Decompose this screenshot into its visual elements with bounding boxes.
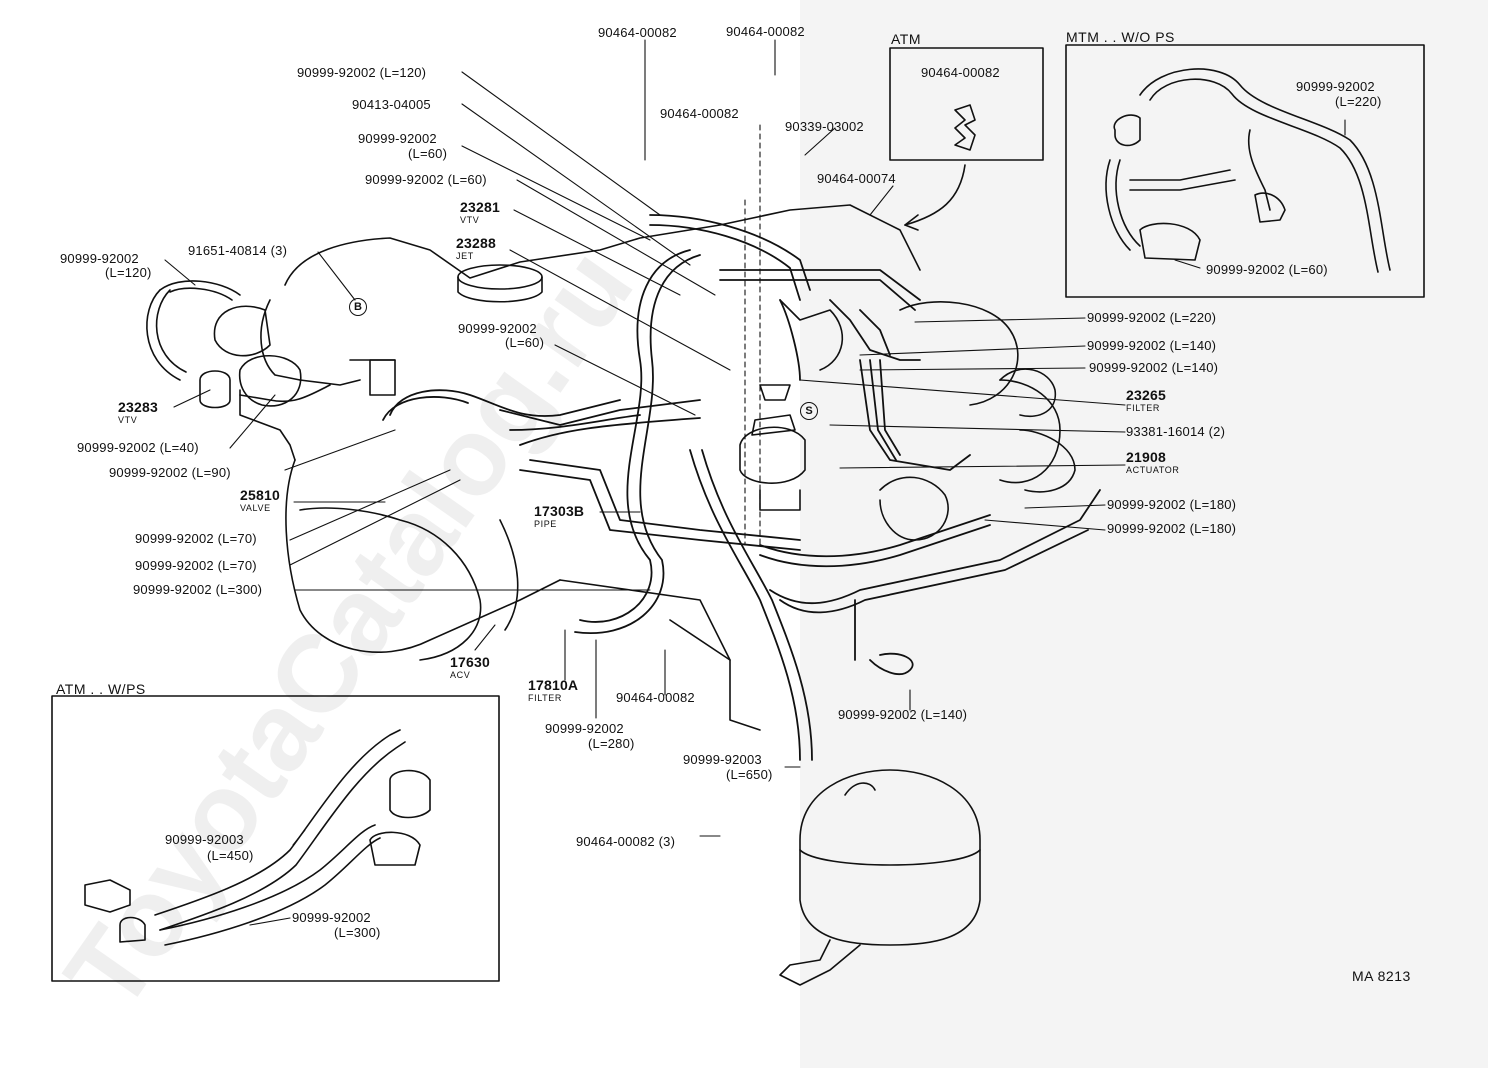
marker-b: B [349,298,367,316]
label-hose-l60-a-length: (L=60) [408,146,448,161]
label-clip-1: 90464-00082 [598,25,677,40]
label-clamp: 90339-03002 [785,119,864,134]
label-mtm-hose-l220-length: (L=220) [1335,94,1382,109]
label-hose-l280: 90999-92002 [545,721,624,736]
label-wps-hose-l300: 90999-92002 [292,910,371,925]
marker-s: S [800,402,818,420]
atm-inset-clip [954,104,976,151]
label-acv-desc: ACV [450,670,471,680]
label-hose-r140-b: 90999-92002 (L=140) [1089,360,1219,375]
atm-pointer-arrowhead [904,214,919,231]
label-pipe-desc: PIPE [534,519,557,529]
label-filter-23265: 23265 [1126,387,1166,403]
label-hose-r140-a: 90999-92002 (L=140) [1087,338,1217,353]
label-clip-atm: 90464-00082 [921,65,1000,80]
label-hose-left-l120-length: (L=120) [105,265,152,280]
inset-title-mtm: MTM . . W/O PS [1066,29,1175,45]
label-hose-l60-b: 90999-92002 (L=60) [365,172,487,187]
label-hose-r180-a: 90999-92002 (L=180) [1107,497,1237,512]
label-valve-25810: 25810 [240,487,280,503]
atm-wps-inset-hoses [84,729,431,946]
label-clip-6: 90464-00082 (3) [576,834,676,849]
label-hose-bottom-l140: 90999-92002 (L=140) [838,707,968,722]
mtm-inset-hoses [1105,68,1391,273]
label-hose-mid-l60-length: (L=60) [505,335,545,350]
label-actuator-21908: 21908 [1126,449,1166,465]
label-clip-2: 90464-00082 [726,24,805,39]
hose-routing [382,214,1101,761]
mtm-inset-box [1065,44,1425,298]
atm-wps-inset-box [51,695,500,982]
label-filter-23265-desc: FILTER [1126,403,1160,413]
grey-background-panel [800,0,1488,1068]
inset-title-atm: ATM [891,31,922,47]
label-actuator-desc: ACTUATOR [1126,465,1180,475]
label-hose-r220: 90999-92002 (L=220) [1087,310,1217,325]
label-hose-l40: 90999-92002 (L=40) [77,440,199,455]
leader-lines [164,39,1346,926]
atm-pointer-arrow [904,164,966,226]
diagram-code: MA 8213 [1352,968,1411,984]
label-clip-3: 90464-00082 [660,106,739,121]
label-hose-left-l120: 90999-92002 [60,251,139,266]
engine-block-outline [239,204,921,731]
label-pipe-17303b: 17303B [534,503,585,519]
label-vtv-23283: 23283 [118,399,158,415]
label-hose-mid-l60: 90999-92002 [458,321,537,336]
label-filter-17810a-desc: FILTER [528,693,562,703]
label-hose-l60-a: 90999-92002 [358,131,437,146]
label-vtv-23283-desc: VTV [118,415,138,425]
label-hose-l120-top: 90999-92002 (L=120) [297,65,427,80]
label-jet-23288: 23288 [456,235,496,251]
vtv-assembly-left [146,280,361,409]
label-hose-l70-b: 90999-92002 (L=70) [135,558,257,573]
label-wps-hose-l300-length: (L=300) [334,925,381,940]
label-vtv-23281: 23281 [460,199,500,215]
label-hose-r180-b: 90999-92002 (L=180) [1107,521,1237,536]
label-jet-desc: JET [456,251,474,261]
label-hose-l650-length: (L=650) [726,767,773,782]
label-bolt: 91651-40814 (3) [188,243,288,258]
label-valve-desc: VALVE [240,503,271,513]
charcoal-canister [779,769,981,986]
label-vtv-23281-desc: VTV [460,215,480,225]
label-mtm-hose-l220: 90999-92002 [1296,79,1375,94]
label-clip-7: 90464-00074 [817,171,896,186]
label-acv-17630: 17630 [450,654,490,670]
label-hose-l280-length: (L=280) [588,736,635,751]
label-mtm-hose-l60: 90999-92002 (L=60) [1206,262,1328,277]
label-clip-4: 90464-00082 [616,690,695,705]
atm-inset-box [889,47,1044,161]
label-wps-hose-l450: 90999-92003 [165,832,244,847]
actuator-and-filter [739,299,1076,541]
label-hose-l300: 90999-92002 (L=300) [133,582,263,597]
air-cleaner-jet [457,264,543,303]
label-hose-l90: 90999-92002 (L=90) [109,465,231,480]
label-screw: 93381-16014 (2) [1126,424,1226,439]
label-wps-hose-l450-length: (L=450) [207,848,254,863]
label-hose-l650: 90999-92003 [683,752,762,767]
label-filter-17810a: 17810A [528,677,579,693]
label-plug: 90413-04005 [352,97,431,112]
label-hose-l70-a: 90999-92002 (L=70) [135,531,257,546]
inset-title-atm-wps: ATM . . W/PS [56,681,146,697]
